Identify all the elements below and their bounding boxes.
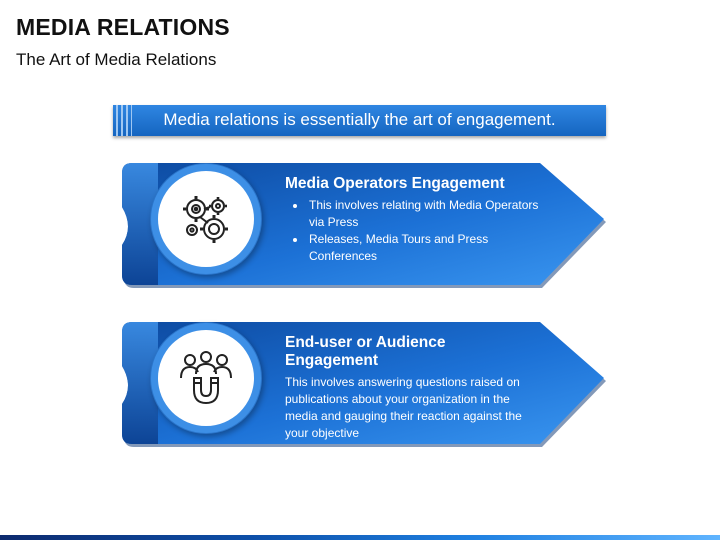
bottom-accent-bar [0,535,720,540]
gears-icon [183,196,228,243]
card-title: Media Operators Engagement [285,175,505,192]
card-text: End-user or Audience Engagement This inv… [285,334,540,442]
banner: Media relations is essentially the art o… [113,105,606,136]
icon-circle [158,171,254,267]
card-bullets: This involves relating with Media Operat… [285,197,540,265]
card-body: This involves answering questions raised… [285,375,522,440]
slide-subtitle: The Art of Media Relations [16,50,217,69]
banner-text: Media relations is essentially the art o… [163,110,556,129]
banner-stripes [116,105,132,136]
icon-circle [158,330,254,426]
card-media-operators: Media Operators Engagement This involves… [118,157,618,292]
card-audience-engagement: End-user or Audience Engagement This inv… [118,316,618,451]
card-title: End-user or Audience Engagement [285,334,446,369]
slide-title: MEDIA RELATIONS [16,14,230,40]
bullet-item: This involves relating with Media Operat… [307,197,540,231]
bullet-item: Releases, Media Tours and Press Conferen… [307,231,540,265]
card-text: Media Operators Engagement This involves… [285,175,540,265]
audience-magnet-icon [180,351,232,405]
